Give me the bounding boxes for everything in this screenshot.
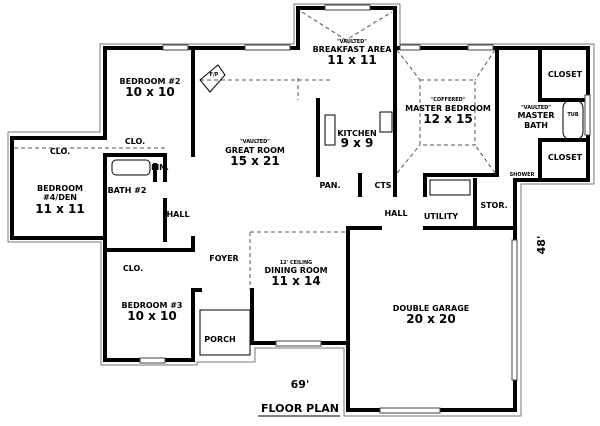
- tub-label: TUB: [567, 112, 578, 118]
- master-bedroom-note: "COFFERED": [431, 97, 466, 103]
- fireplace-label: F/P: [210, 72, 219, 78]
- great-room-name: GREAT ROOM: [225, 146, 285, 155]
- kitchen-name: KITCHEN: [337, 129, 376, 138]
- exterior-outline: [7, 3, 595, 417]
- bedroom2-name: BEDROOM #2: [120, 77, 181, 86]
- master-bath-name-2: BATH: [524, 121, 548, 130]
- breakfast-name: BREAKFAST AREA: [313, 45, 393, 54]
- room-master-bedroom: "COFFERED" MASTER BEDROOM 12 x 15: [405, 97, 491, 126]
- room-bedroom-4: BEDROOM #4/DEN 11 x 11: [35, 184, 85, 216]
- bedroom3-size: 10 x 10: [127, 309, 177, 323]
- bedroom4-name-2: #4/DEN: [43, 193, 77, 202]
- washer-dryer: [429, 179, 471, 196]
- breakfast-note: "VAULTED": [337, 39, 367, 45]
- room-bedroom-3: BEDROOM #3 10 x 10: [122, 301, 183, 323]
- utility-label: UTILITY: [424, 212, 458, 221]
- porch-outline: [199, 309, 251, 356]
- bedroom4-size: 11 x 11: [35, 202, 85, 216]
- bedroom4-name-1: BEDROOM: [37, 184, 83, 193]
- hall-left-label: HALL: [166, 210, 189, 219]
- dining-name: DINING ROOM: [264, 266, 327, 275]
- fixtures: [111, 64, 584, 196]
- porch-label: PORCH: [204, 335, 235, 344]
- great-room-note: "VAULTED": [240, 139, 270, 145]
- room-breakfast-area: "VAULTED" BREAKFAST AREA 11 x 11: [313, 39, 393, 67]
- closet-bottom-label: CLOSET: [548, 153, 583, 162]
- fireplace: [199, 64, 226, 93]
- room-great-room: "VAULTED" GREAT ROOM 15 x 21: [225, 139, 285, 168]
- windows: [139, 4, 591, 414]
- pantry-label: PAN.: [319, 181, 340, 190]
- bedroom3-name: BEDROOM #3: [122, 301, 183, 310]
- closet-bedroom3-label: CLO.: [123, 264, 143, 273]
- overall-depth-dimension: 48': [535, 236, 548, 255]
- kitchen-sink: [324, 114, 336, 146]
- master-bath-name-1: MASTER: [518, 111, 555, 120]
- foyer-label: FOYER: [209, 254, 238, 263]
- overall-width-dimension: 69': [291, 378, 310, 391]
- great-room-size: 15 x 21: [230, 154, 280, 168]
- dining-size: 11 x 14: [271, 274, 321, 288]
- room-garage: DOUBLE GARAGE 20 x 20: [393, 304, 470, 326]
- cts-label: CTS: [374, 181, 391, 190]
- ceiling-lines: [14, 11, 496, 290]
- room-dining: 12' CEILING DINING ROOM 11 x 14: [264, 260, 327, 288]
- bathtub-bath2: [111, 159, 151, 176]
- room-bedroom-2: BEDROOM #2 10 x 10: [120, 77, 181, 99]
- hall-right-label: HALL: [384, 209, 407, 218]
- storage-label: STOR.: [480, 201, 507, 210]
- dining-note: 12' CEILING: [280, 260, 313, 266]
- garage-size: 20 x 20: [406, 312, 456, 326]
- garage-name: DOUBLE GARAGE: [393, 304, 470, 313]
- closet-bedroom4-label: CLO.: [50, 147, 70, 156]
- range: [379, 111, 393, 133]
- master-bedroom-name: MASTER BEDROOM: [405, 104, 491, 113]
- tub-master: [562, 99, 584, 141]
- breakfast-size: 11 x 11: [327, 53, 377, 67]
- room-kitchen: KITCHEN 9 x 9: [337, 129, 376, 150]
- room-master-bath: "VAULTED" MASTER BATH: [518, 105, 555, 130]
- closet-bedroom2-label: CLO.: [125, 137, 145, 146]
- plan-title: FLOOR PLAN: [261, 402, 339, 415]
- master-bath-note: "VAULTED": [521, 105, 551, 111]
- closet-top-label: CLOSET: [548, 70, 583, 79]
- kitchen-size: 9 x 9: [341, 136, 374, 150]
- master-bedroom-size: 12 x 15: [423, 112, 473, 126]
- shower-label: SHOWER: [510, 172, 535, 178]
- bedroom2-size: 10 x 10: [125, 85, 175, 99]
- linen-label: LIN.: [151, 163, 169, 172]
- bath2-label: BATH #2: [108, 186, 147, 195]
